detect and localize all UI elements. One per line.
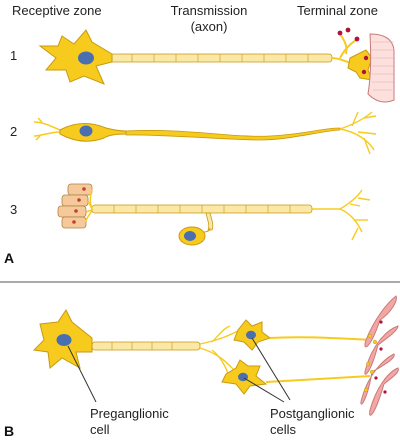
smooth-muscle-cells xyxy=(360,295,399,416)
preganglionic-label: Preganglionic xyxy=(90,406,169,421)
neuron-3-receptor-nuclei xyxy=(72,187,86,224)
preganglionic-nucleus xyxy=(56,334,72,346)
panel-a-label: A xyxy=(4,250,14,266)
neuron-2-axon xyxy=(125,127,341,141)
neuron-3-stem xyxy=(205,212,214,231)
neuron-1-synapse-dots xyxy=(337,27,369,75)
row-number-1: 1 xyxy=(10,48,17,63)
neuron-2-dendrites xyxy=(33,117,61,141)
preganglionic-label-line2: cell xyxy=(90,422,110,437)
neuron-1-target-tissue xyxy=(367,33,395,103)
row-number-3: 3 xyxy=(10,202,17,217)
preganglionic-axon xyxy=(91,341,201,351)
autonomic-pathway: Preganglionic cell Postganglionic cells xyxy=(32,295,399,437)
postganglionic-label-line2: cells xyxy=(270,422,297,437)
neuron-3 xyxy=(57,183,371,246)
postganglionic-pointer-lower xyxy=(243,377,285,403)
neuron-2-terminal-branches xyxy=(339,111,377,155)
neuron-2-cell-body xyxy=(59,123,127,142)
neuron-1 xyxy=(38,27,395,103)
neuron-3-terminal-branches xyxy=(312,189,371,241)
varicosities xyxy=(363,333,378,393)
neuron-1-cell-body xyxy=(38,29,113,85)
axon-label: (axon) xyxy=(191,19,228,34)
transmission-label: Transmission xyxy=(171,3,248,18)
neuron-3-myelin-segments xyxy=(113,205,291,213)
muscle-nuclei xyxy=(374,320,387,394)
terminal-zone-label: Terminal zone xyxy=(297,3,378,18)
panel-b-label: B xyxy=(4,423,14,439)
postganglionic-nucleus-upper xyxy=(246,330,256,340)
row-number-2: 2 xyxy=(10,124,17,139)
postganglionic-label: Postganglionic xyxy=(270,406,355,421)
preganglionic-pointer xyxy=(67,345,97,403)
neuron-1-target-striations xyxy=(371,41,394,91)
neuron-1-axon xyxy=(109,53,333,63)
postganglionic-axon-lower xyxy=(265,375,371,383)
neuron-3-receptor-fibers xyxy=(85,188,93,223)
receptive-zone-label: Receptive zone xyxy=(12,3,102,18)
neuron-1-myelin-segments xyxy=(131,54,309,62)
postganglionic-axon-upper xyxy=(269,336,373,341)
postganglionic-pointer-upper xyxy=(251,337,291,401)
neuron-2-nucleus xyxy=(79,125,93,137)
neuron-2 xyxy=(33,111,377,155)
neuron-1-nucleus xyxy=(78,51,94,65)
neuron-3-nucleus xyxy=(184,231,196,241)
neuron-1-terminal-bulb xyxy=(347,49,373,81)
